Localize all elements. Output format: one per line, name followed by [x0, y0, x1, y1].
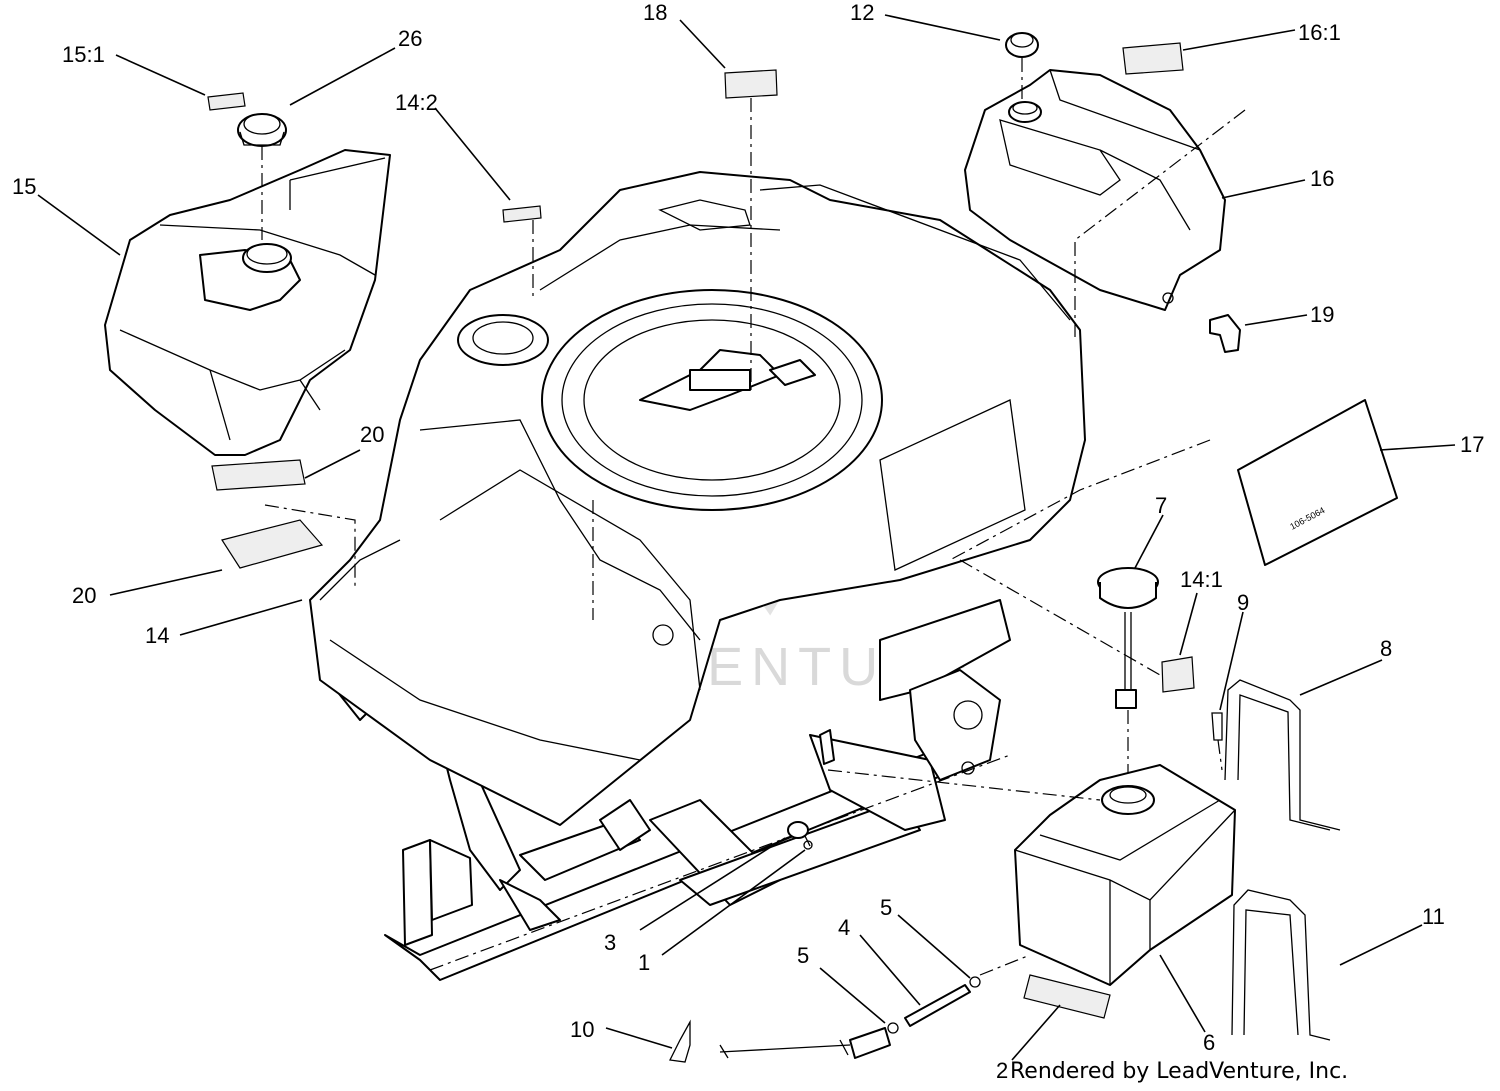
decal-15-1 [207, 92, 246, 111]
alignment-lines [264, 98, 1246, 801]
callout-15: 15 [12, 174, 36, 199]
callout-18: 18 [643, 0, 667, 25]
callout-14: 14 [145, 623, 169, 648]
callout-20-lower: 20 [72, 583, 96, 608]
callout-5-lower: 5 [797, 943, 809, 968]
callout-16: 16 [1310, 166, 1334, 191]
fuel-tank-body [309, 171, 1086, 826]
decal-20-upper [211, 459, 306, 491]
right-side-tank [964, 69, 1226, 311]
callout-8: 8 [1380, 636, 1392, 661]
tie-10 [669, 1019, 691, 1063]
strap-11 [1231, 889, 1331, 1041]
nut-1 [803, 840, 813, 850]
callout-5-upper: 5 [880, 895, 892, 920]
clamp-5-upper [969, 976, 981, 988]
left-side-tank [104, 149, 391, 456]
callout-4: 4 [838, 915, 850, 940]
callout-20-upper: 20 [360, 422, 384, 447]
filter [849, 1027, 891, 1059]
clamp-5-lower [887, 1022, 899, 1034]
bolt-9 [1211, 712, 1223, 771]
fuel-cap-26 [237, 113, 287, 240]
decal-14-1 [1161, 656, 1195, 693]
callout-12: 12 [850, 0, 874, 25]
hose-4 [904, 984, 971, 1027]
callout-2: 2 [996, 1058, 1008, 1083]
callout-3: 3 [604, 930, 616, 955]
callout-17: 17 [1460, 432, 1484, 457]
callout-11: 11 [1422, 904, 1445, 929]
callout-14-2: 14:2 [395, 90, 438, 115]
valve-19 [1209, 314, 1241, 353]
footer-credit: Rendered by LeadVenture, Inc. [1010, 1059, 1348, 1084]
callout-15-1: 15:1 [62, 42, 105, 67]
decal-14-2 [502, 205, 542, 223]
fuel-cap-12 [1005, 32, 1039, 100]
callout-10: 10 [570, 1017, 594, 1042]
decal-20-lower [221, 519, 324, 569]
callout-6: 6 [1203, 1030, 1215, 1055]
callout-9: 9 [1237, 590, 1249, 615]
clip-3 [787, 821, 809, 839]
callout-7: 7 [1155, 493, 1167, 518]
reserve-tank-6 [1014, 764, 1236, 986]
callout-26: 26 [398, 26, 422, 51]
strap-8 [1224, 679, 1341, 831]
frame-assembly [319, 599, 1011, 981]
callout-16-1: 16:1 [1298, 20, 1341, 45]
decal-17: 106-5064 [1237, 399, 1398, 566]
decal-18 [724, 69, 778, 99]
decal-2 [1023, 974, 1111, 1019]
leader-lines [37, 14, 1456, 1061]
fuel-line-assembly [669, 821, 1031, 1063]
callout-19: 19 [1310, 302, 1334, 327]
fuel-gauge-7 [1097, 567, 1159, 780]
callout-1: 1 [638, 950, 650, 975]
decal-16-1 [1122, 42, 1184, 75]
callout-14-1: 14:1 [1180, 567, 1223, 592]
callout-labels: 15:1 26 15 14:2 18 12 16:1 16 19 17 20 2… [12, 0, 1484, 1083]
